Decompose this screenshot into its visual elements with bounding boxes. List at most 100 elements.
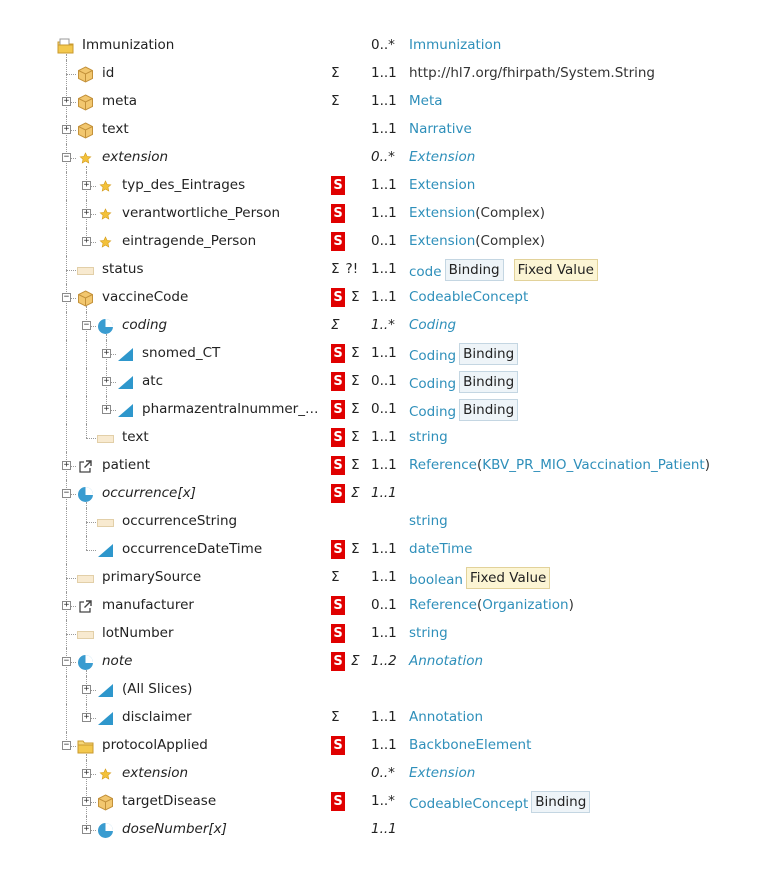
expand-toggle[interactable]: + (102, 348, 111, 358)
type-link[interactable]: Extension (409, 177, 476, 193)
element-name[interactable]: extension (102, 149, 169, 165)
expand-toggle[interactable]: + (82, 712, 91, 722)
expand-toggle[interactable]: + (82, 768, 91, 778)
element-name[interactable]: occurrenceDateTime (122, 541, 263, 557)
type-link[interactable]: Reference (409, 597, 477, 613)
type-link[interactable]: Immunization (409, 37, 502, 53)
type-link[interactable]: string (409, 429, 448, 445)
expand-toggle[interactable]: + (62, 460, 71, 470)
element-name[interactable]: snomed_CT (142, 345, 221, 361)
type-link[interactable]: Annotation (409, 709, 484, 725)
type-link[interactable]: Coding (409, 404, 457, 420)
type-link[interactable]: Extension (409, 233, 476, 249)
tree-guide (86, 754, 87, 760)
modifier-flag: ?! (345, 261, 359, 277)
type-link[interactable]: string (409, 513, 448, 529)
binding-badge[interactable]: Binding (459, 399, 519, 421)
expand-toggle[interactable]: + (82, 208, 91, 218)
type-link[interactable]: Extension (409, 149, 476, 165)
type-link[interactable]: code (409, 264, 442, 280)
type-link[interactable]: Coding (409, 348, 457, 364)
element-name[interactable]: vaccineCode (102, 289, 189, 305)
type-link[interactable]: Extension (409, 205, 476, 221)
element-type: Annotation (409, 709, 483, 725)
fixed-value-badge[interactable]: Fixed Value (513, 259, 598, 281)
binding-badge[interactable]: Binding (459, 343, 519, 365)
element-name[interactable]: manufacturer (102, 597, 194, 613)
tree-connector (86, 718, 96, 719)
type-link[interactable]: string (409, 625, 448, 641)
element-name[interactable]: typ_des_Eintrages (122, 177, 246, 193)
element-name[interactable]: id (102, 65, 115, 81)
element-name[interactable]: text (122, 429, 149, 445)
type-text: ( (476, 597, 483, 613)
element-name[interactable]: disclaimer (122, 709, 192, 725)
expand-toggle[interactable]: + (82, 684, 91, 694)
type-text: ) (704, 457, 711, 473)
expand-toggle[interactable]: + (82, 796, 91, 806)
type-link[interactable]: Organization (482, 597, 569, 613)
must-support-badge: S (331, 400, 345, 419)
type-link[interactable]: dateTime (409, 541, 473, 557)
fixed-value-badge[interactable]: Fixed Value (465, 567, 551, 589)
type-link[interactable]: Extension (409, 765, 476, 781)
expand-toggle[interactable]: + (102, 376, 111, 386)
expand-toggle[interactable]: + (62, 96, 71, 106)
slice-triangle-icon (117, 402, 134, 419)
type-link[interactable]: Meta (409, 93, 443, 109)
element-name[interactable]: eintragende_Person (122, 233, 257, 249)
type-link[interactable]: Annotation (409, 653, 484, 669)
type-link[interactable]: BackboneElement (409, 737, 532, 753)
element-name[interactable]: doseNumber[x] (122, 821, 227, 837)
binding-badge[interactable]: Binding (444, 259, 504, 281)
expand-toggle[interactable]: + (62, 600, 71, 610)
collapse-toggle[interactable]: − (62, 292, 71, 302)
collapse-toggle[interactable]: − (62, 152, 71, 162)
element-name[interactable]: patient (102, 457, 151, 473)
element-name[interactable]: (All Slices) (122, 681, 193, 697)
element-name[interactable]: note (102, 653, 133, 669)
type-link[interactable]: CodeableConcept (409, 796, 529, 812)
type-link[interactable]: Coding (409, 317, 457, 333)
collapse-toggle[interactable]: − (82, 320, 91, 330)
collapse-toggle[interactable]: − (62, 656, 71, 666)
type-link[interactable]: KBV_PR_MIO_Vaccination_Patient (482, 457, 705, 473)
collapse-toggle[interactable]: − (62, 488, 71, 498)
element-name[interactable]: text (102, 121, 129, 137)
collapse-toggle[interactable]: − (62, 740, 71, 750)
element-name[interactable]: meta (102, 93, 138, 109)
element-name[interactable]: occurrenceString (122, 513, 238, 529)
element-name[interactable]: extension (122, 765, 189, 781)
summary-flag: Σ (351, 457, 360, 473)
type-link[interactable]: Narrative (409, 121, 472, 137)
expand-toggle[interactable]: + (82, 180, 91, 190)
expand-toggle[interactable]: + (62, 124, 71, 134)
element-name[interactable]: verantwortliche_Person (122, 205, 281, 221)
element-name[interactable]: status (102, 261, 144, 277)
type-link[interactable]: Coding (409, 376, 457, 392)
expand-toggle[interactable]: + (82, 236, 91, 246)
must-support-badge: S (331, 344, 345, 363)
element-name[interactable]: occurrence[x] (102, 485, 196, 501)
summary-flag: Σ (331, 261, 340, 277)
expand-toggle[interactable]: + (102, 404, 111, 414)
type-link[interactable]: boolean (409, 572, 463, 588)
binding-badge[interactable]: Binding (459, 371, 519, 393)
slice-triangle-icon (97, 710, 114, 727)
element-name[interactable]: Immunization (82, 37, 175, 53)
tree-connector (86, 438, 96, 439)
type-link[interactable]: Reference (409, 457, 477, 473)
element-name[interactable]: protocolApplied (102, 737, 208, 753)
expand-toggle[interactable]: + (82, 824, 91, 834)
element-name[interactable]: lotNumber (102, 625, 174, 641)
element-name[interactable]: primarySource (102, 569, 202, 585)
type-text: (Complex) (475, 233, 546, 249)
element-name[interactable]: atc (142, 373, 163, 389)
binding-badge[interactable]: Binding (531, 791, 591, 813)
type-link[interactable]: CodeableConcept (409, 289, 529, 305)
element-name[interactable]: targetDisease (122, 793, 217, 809)
element-name[interactable]: coding (122, 317, 168, 333)
element-name[interactable]: pharmazentralnummer_… (142, 401, 319, 417)
